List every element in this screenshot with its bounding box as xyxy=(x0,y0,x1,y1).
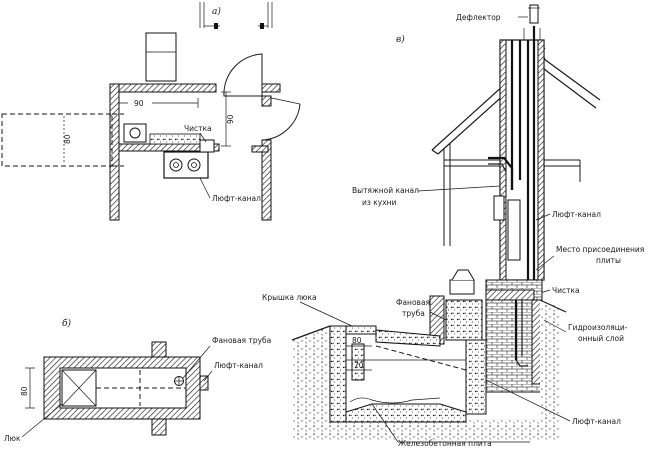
plan-b-lyuk-label: Люк xyxy=(4,434,21,443)
plan-b-dim-80: 80 xyxy=(20,386,29,396)
plan-b: б) 80 Фановая труба Люфт-канал Люк xyxy=(4,318,271,443)
zhelezobetonnaya-plita-label: Железобетонная плита xyxy=(398,439,492,448)
vytyazhnoy-kanal-line2: из кухни xyxy=(362,198,397,207)
lyuft-kanal-lower-label: Люфт-канал xyxy=(572,417,621,426)
plan-a: а) 80 90 xyxy=(1,2,301,221)
mesto-line1: Место присоединения xyxy=(556,245,644,254)
panel-b-label: б) xyxy=(62,318,71,329)
plan-a-dim-90-vertical: 90 xyxy=(226,114,235,124)
section-dim-70: 70 xyxy=(354,361,364,370)
mesto-line2: плиты xyxy=(596,256,621,265)
plan-a-dim-90-horizontal: 90 xyxy=(134,99,144,108)
fanovaya-line1: Фановая xyxy=(396,298,430,307)
fanovaya-line2: труба xyxy=(402,309,425,318)
gidro-line2: онный слой xyxy=(578,334,624,343)
section-dim-80: 80 xyxy=(352,336,362,345)
plan-b-lyuft-kanal-label: Люфт-канал xyxy=(214,361,263,370)
section-chistka-label: Чистка xyxy=(552,286,580,295)
plan-a-dim-80: 80 xyxy=(63,134,72,144)
plan-b-fanovaya-label: Фановая труба xyxy=(212,336,271,345)
vytyazhnoy-kanal-line1: Вытяжной канал xyxy=(352,186,419,195)
gidro-line1: Гидроизоляци- xyxy=(568,323,628,332)
plan-a-chistka-label: Чистка xyxy=(184,124,212,133)
deflektor-label: Дефлектор xyxy=(456,13,501,22)
panel-v-label: в) xyxy=(396,34,405,45)
lyuft-kanal-upper-label: Люфт-канал xyxy=(552,210,601,219)
section-v: в) Дефлектор Вытяжной канал из кух xyxy=(262,4,644,448)
panel-a-label: а) xyxy=(212,6,221,17)
kryshka-lyuka-label: Крышка люка xyxy=(262,293,317,302)
plan-a-lyuft-kanal-label: Люфт-канал xyxy=(212,194,261,203)
